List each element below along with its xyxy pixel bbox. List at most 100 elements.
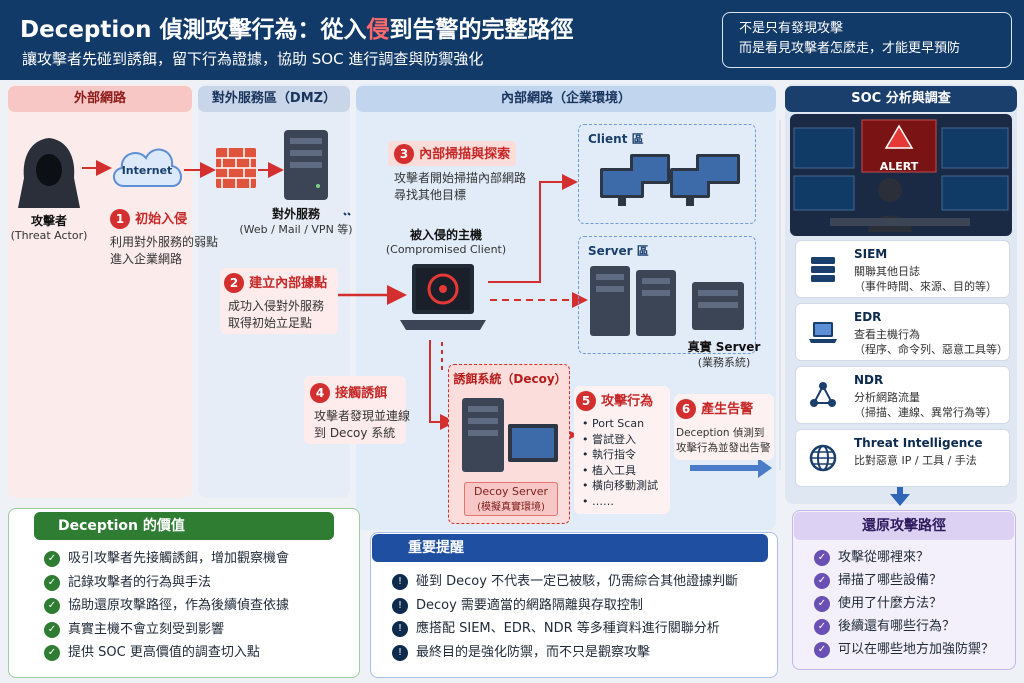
soc-tool-desc: 查看主機行為（程序、命令列、惡意工具等）	[854, 328, 1008, 356]
soc-tool-desc: 分析網路流量（掃描、連線、異常行為等）	[854, 391, 997, 419]
step-2-header: 2 建立內部據點	[224, 272, 327, 293]
server-zone-box	[578, 236, 756, 354]
soc-tool-title: NDR	[854, 373, 884, 387]
decoy-server-sublabel: (模擬真實環境)	[477, 502, 545, 513]
check-icon: ✓	[814, 550, 830, 566]
page-title: Deception 偵測攻擊行為：從入侵到告警的完整路徑	[20, 17, 574, 43]
restore-item: ✓可以在哪些地方加強防禦？	[814, 638, 994, 661]
restore-item: ✓攻擊從哪裡來？	[814, 546, 994, 569]
quote-line: 而是看見攻擊者怎麼走，才能更早預防	[739, 41, 961, 56]
step-title: 建立內部據點	[249, 276, 328, 291]
reminder-box-title: 重要提醒	[372, 534, 768, 562]
attacker-sublabel: (Threat Actor)	[10, 229, 88, 242]
step-desc: 成功入侵對外服務 取得初始立足點	[228, 298, 324, 332]
step-1-header: 1 初始入侵	[110, 208, 187, 229]
soc-tool-title: EDR	[854, 310, 882, 324]
soc-tool-edr: EDR 查看主機行為（程序、命令列、惡意工具等）	[795, 303, 1010, 361]
value-item: ✓真實主機不會立刻受到影響	[44, 618, 289, 642]
server-stack-icon	[811, 257, 835, 282]
check-icon: ✓	[814, 573, 830, 589]
step-number: 3	[394, 144, 414, 164]
client-zone-label: Client 區	[588, 132, 644, 146]
soc-tool-desc: 比對惡意 IP / 工具 / 手法	[854, 454, 977, 467]
decoy-server-caption: Decoy Server (模擬真實環境)	[464, 482, 558, 516]
step-desc-line: 成功入侵對外服務	[228, 299, 325, 313]
soc-tool-desc: 關聯其他日誌（事件時間、來源、目的等）	[854, 265, 997, 293]
reminder-list: !碰到 Decoy 不代表一定已被駭，仍需綜合其他證據判斷 !Decoy 需要適…	[392, 570, 738, 664]
step-desc: 攻擊者開始掃描內部網路 尋找其他目標	[394, 170, 526, 204]
compromised-host-sublabel: (Compromised Client)	[385, 243, 507, 256]
client-zone-box	[578, 124, 756, 224]
check-icon: ✓	[44, 645, 60, 661]
globe-icon	[809, 444, 837, 472]
page-subtitle: 讓攻擊者先碰到誘餌，留下行為證據，協助 SOC 進行調查與防禦強化	[22, 50, 484, 68]
zone-soc-title: SOC 分析與調查	[785, 86, 1017, 112]
internet-label: Internet	[121, 164, 173, 177]
step-title: 接觸誘餌	[335, 386, 388, 401]
restore-item: ✓後續還有哪些行為？	[814, 615, 994, 638]
infected-laptop-icon	[400, 264, 486, 330]
laptop-icon	[809, 322, 837, 343]
restore-box-title: 還原攻擊路徑	[794, 512, 1014, 540]
real-servers-icon	[590, 266, 744, 336]
exclamation-icon: !	[392, 644, 408, 661]
step-desc-line: 取得初始立足點	[228, 316, 313, 330]
restore-item: ✓使用了什麼方法？	[814, 592, 994, 615]
step-3-header: 3 內部掃描與探索	[388, 141, 517, 166]
exclamation-icon: !	[392, 621, 408, 637]
attack-action-item: • Port Scan	[582, 417, 645, 430]
attack-action-item: • 執行指令	[582, 448, 636, 462]
soc-tool-title: Threat Intelligence	[854, 436, 983, 450]
value-list: ✓吸引攻擊者先接觸誘餌，增加觀察機會 ✓記錄攻擊者的行為與手法 ✓協助還原攻擊路…	[44, 547, 289, 665]
cloud-icon	[113, 148, 182, 187]
restore-item: ✓掃描了哪些設備？	[814, 569, 994, 592]
dmz-service-label: 對外服務	[271, 207, 320, 221]
step-desc: 利用對外服務的弱點 進入企業網路	[110, 234, 218, 268]
quote-box: 不是只有發現攻擊 而是看見攻擊者怎麼走，才能更早預防	[722, 12, 1012, 68]
step-desc-line: 攻擊者開始掃描內部網路	[394, 171, 527, 185]
step-5-header: 5 攻擊行為	[576, 390, 653, 411]
server-zone-label: Server 區	[588, 244, 649, 258]
attack-action-item: • ……	[582, 494, 614, 508]
check-icon: ✓	[44, 574, 60, 591]
step-4-header: 4 接觸誘餌	[310, 382, 387, 403]
step-6-header: 6 產生告警	[676, 398, 753, 419]
decoy-server-icon	[462, 398, 558, 472]
reminder-item: !最終目的是強化防禦，而不只是觀察攻擊	[392, 641, 738, 665]
check-icon: ✓	[814, 619, 830, 635]
zone-internal-title: 內部網路（企業環境）	[356, 86, 776, 112]
step-desc-line: 攻擊者發現並連線	[314, 409, 411, 423]
decoy-server-label: Decoy Server	[473, 485, 549, 498]
check-icon: ✓	[814, 596, 830, 612]
alert-label: ALERT	[879, 160, 919, 173]
quote-line: 不是只有發現攻擊	[739, 21, 844, 36]
hooded-attacker-icon	[18, 138, 80, 208]
check-icon: ✓	[814, 642, 830, 658]
step-title: 內部掃描與探索	[419, 147, 511, 162]
header-banner	[0, 0, 1024, 80]
dmz-service-sublabel: (Web / Mail / VPN 等)	[239, 223, 353, 236]
reminder-item: !Decoy 需要適當的網路隔離與存取控制	[392, 594, 738, 618]
value-item: ✓提供 SOC 更高價值的調查切入點	[44, 641, 289, 665]
step-desc: Deception 偵測到 攻擊行為並發出告警	[676, 426, 771, 456]
step-number: 1	[110, 209, 130, 229]
exclamation-icon: !	[392, 574, 408, 590]
reminder-item: !碰到 Decoy 不代表一定已被駭，仍需綜合其他證據判斷	[392, 570, 738, 594]
attack-action-item: • 嘗試登入	[582, 432, 636, 446]
value-box-title: Deception 的價值	[34, 512, 334, 540]
step-desc-line: 利用對外服務的弱點	[110, 235, 219, 249]
value-item: ✓記錄攻擊者的行為與手法	[44, 571, 289, 595]
check-icon: ✓	[44, 598, 60, 614]
exclamation-icon: !	[392, 597, 408, 614]
decoy-system-title: 誘餌系統（Decoy）	[453, 372, 567, 386]
attacker-label: 攻擊者	[30, 214, 67, 228]
compromised-host-label: 被入侵的主機	[409, 228, 482, 242]
attack-actions-list: • Port Scan • 嘗試登入 • 執行指令 • 植入工具 • 橫向移動測…	[582, 416, 658, 510]
real-server-label: 真實 Server	[687, 340, 761, 354]
server-icon	[284, 130, 328, 200]
step-number: 4	[310, 383, 330, 403]
step-title: 攻擊行為	[601, 394, 654, 409]
step-desc-line: 尋找其他目標	[394, 188, 467, 202]
reminder-item: !應搭配 SIEM、EDR、NDR 等多種資料進行關聯分析	[392, 617, 738, 641]
